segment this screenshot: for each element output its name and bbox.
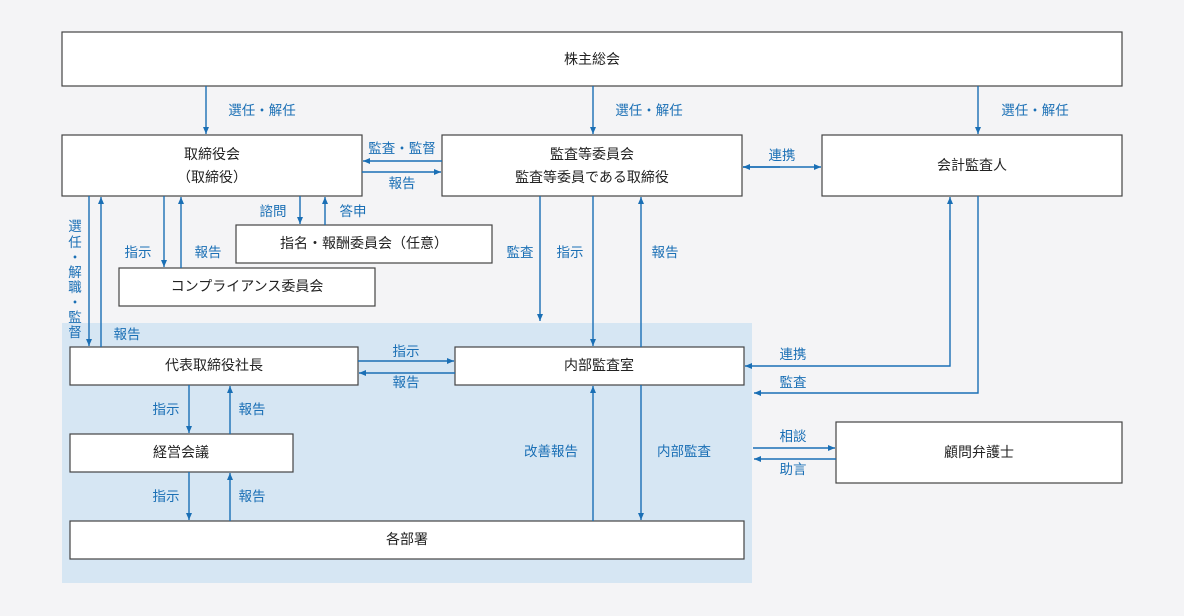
arrow-label: 指示 <box>153 489 180 505</box>
box-label: 監査等委員会 <box>550 146 634 163</box>
arrow-label: 任 <box>68 235 82 251</box>
arrow-label: 助言 <box>780 462 807 478</box>
box-label: 経営会議 <box>153 444 209 461</box>
arrow-label: 指示 <box>557 245 584 261</box>
arrow-label: 選任・解任 <box>228 103 296 119</box>
label-elect-dismiss-supervise: 選 任 ・ 解 職 ・ 監 督 <box>68 219 82 341</box>
box-president: 代表取締役社長 <box>69 346 359 386</box>
box-nomination-committee: 指名・報酬委員会（任意） <box>235 224 493 264</box>
box-compliance-committee: コンプライアンス委員会 <box>118 267 376 307</box>
arrow-label: 諮問 <box>260 203 287 220</box>
box-label: 代表取締役社長 <box>165 357 263 374</box>
arrow-label: 職 <box>68 280 82 296</box>
box-label: コンプライアンス委員会 <box>171 279 324 295</box>
arrow-label: 報告 <box>652 245 679 261</box>
box-label: 会計監査人 <box>937 157 1007 174</box>
arrow-label: 改善報告 <box>524 444 578 460</box>
arrow-label: 監査・監督 <box>368 140 436 157</box>
box-shareholders: 株主総会 <box>61 31 1123 87</box>
arrows <box>86 86 981 521</box>
arrow-label: 連携 <box>780 347 807 363</box>
arrow <box>745 230 951 369</box>
arrow-label: ・ <box>68 295 82 311</box>
arrow-label: 指示 <box>125 245 152 261</box>
box-accounting-auditor: 会計監査人 <box>821 134 1123 197</box>
arrow-label: 相談 <box>780 429 808 445</box>
arrow-label: 選任・解任 <box>615 103 683 119</box>
arrow-label: 報告 <box>195 245 222 261</box>
arrow-label: 解 <box>68 265 82 281</box>
arrow-labels: 選任・解任 選任・解任 選任・解任 監査・監督 報告 連携 選 任 ・ 解 職 … <box>68 103 1069 505</box>
box-label: 指名・報酬委員会（任意） <box>280 235 448 252</box>
box-departments: 各部署 <box>69 520 745 560</box>
box-label: （取締役） <box>177 169 247 186</box>
box-internal-audit: 内部監査室 <box>454 346 745 386</box>
box-label: 監査等委員である取締役 <box>515 169 669 186</box>
box-management-meeting: 経営会議 <box>69 433 294 473</box>
box-label: 取締役会 <box>184 146 240 163</box>
arrow-label: 報告 <box>239 402 266 418</box>
arrow-label: 報告 <box>239 489 266 505</box>
arrow <box>754 196 979 396</box>
arrow-label: ・ <box>68 250 82 266</box>
arrow-label: 報告 <box>114 327 141 343</box>
arrow-label: 指示 <box>393 344 420 360</box>
arrow-label: 内部監査 <box>657 443 711 460</box>
arrow-label: 連携 <box>769 148 796 164</box>
arrow-label: 監 <box>68 309 82 326</box>
box-board: 取締役会 （取締役） <box>61 134 363 197</box>
arrow-label: 監査 <box>780 374 808 391</box>
box-label: 各部署 <box>386 532 428 548</box>
box-label: 株主総会 <box>564 52 620 68</box>
arrow-label: 報告 <box>389 176 416 192</box>
box-legal-advisor: 顧問弁護士 <box>835 421 1123 484</box>
arrow-label: 報告 <box>393 375 420 391</box>
arrow-label: 監査 <box>507 244 535 261</box>
arrow-label: 答申 <box>340 203 367 220</box>
box-label: 内部監査室 <box>564 357 634 374</box>
arrow-label: 選任・解任 <box>1001 103 1069 119</box>
box-label: 顧問弁護士 <box>944 445 1014 461</box>
arrow-label: 督 <box>68 325 82 341</box>
arrow-label: 指示 <box>153 402 180 418</box>
arrow-label: 選 <box>68 219 82 235</box>
